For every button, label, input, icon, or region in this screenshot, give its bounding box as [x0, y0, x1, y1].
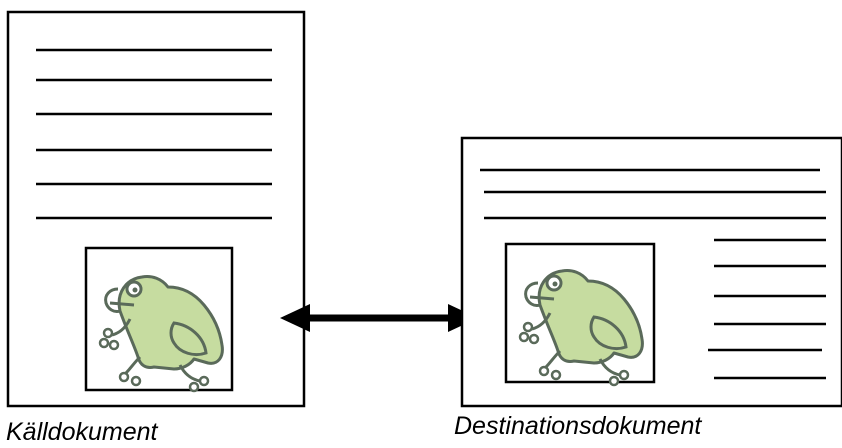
source-document [6, 10, 306, 408]
source-document-caption: Källdokument [6, 418, 158, 446]
destination-image [504, 242, 656, 387]
destination-document [460, 136, 842, 408]
double-headed-arrow-icon [280, 304, 478, 332]
destination-document-caption: Destinationsdokument [454, 412, 702, 440]
source-image [84, 246, 234, 393]
destination-text-lines [480, 168, 826, 380]
source-text-lines [36, 48, 272, 220]
